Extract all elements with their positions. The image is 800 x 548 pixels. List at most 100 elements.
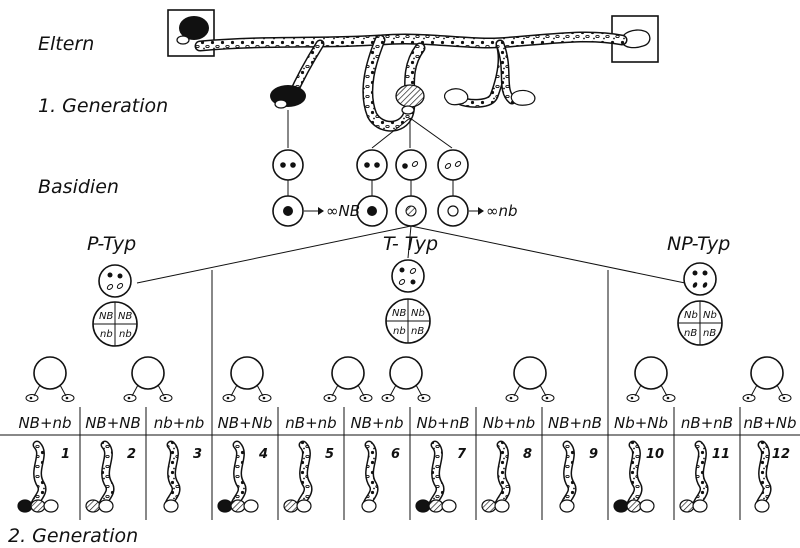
cross-columns: NB+nb 1 NB+NB 2 nb+nb 3 NB+Nb 4 nB+nb 5 NB+nb 6 Nb+n… bbox=[17, 356, 797, 520]
spore-annotation-left: ∞NB bbox=[304, 202, 360, 220]
cross-number: 2 bbox=[127, 447, 136, 462]
grid-cell: nB bbox=[684, 328, 697, 339]
cross-label: Nb+Nb bbox=[614, 414, 668, 432]
connectors-to-basidia bbox=[287, 110, 453, 149]
mating-pair-icon bbox=[505, 356, 555, 402]
cross-number: 3 bbox=[193, 447, 202, 462]
mating-pair-icon bbox=[222, 356, 272, 402]
fruit-body bbox=[85, 499, 101, 513]
fruit-body bbox=[679, 499, 695, 513]
parent-left bbox=[167, 9, 215, 57]
basidia-top-row bbox=[272, 149, 469, 181]
cross-number: 6 bbox=[391, 447, 400, 462]
grid-cell: Nb bbox=[684, 310, 698, 321]
fruit-body bbox=[494, 499, 510, 513]
mycelium-network bbox=[194, 31, 628, 132]
label-parents: Eltern bbox=[38, 33, 94, 55]
mating-pair-icon bbox=[742, 356, 792, 402]
cross-number: 12 bbox=[772, 447, 790, 462]
basidia-stalks bbox=[287, 180, 454, 196]
cross-label: nb+nb bbox=[154, 414, 205, 432]
label-np-type: NP-Typ bbox=[667, 233, 730, 255]
cross-column: nB+nb 5 bbox=[277, 407, 337, 520]
type-dividers bbox=[211, 270, 609, 432]
type-connectors bbox=[136, 225, 686, 284]
grid-cell: nB bbox=[703, 328, 716, 339]
cross-label: nB+nb bbox=[285, 414, 336, 432]
fruit-body bbox=[217, 499, 233, 513]
cross-column: Nb+nB 7 bbox=[409, 407, 470, 520]
fruit-body bbox=[754, 499, 770, 513]
cross-column: NB+nB 9 bbox=[541, 407, 602, 520]
fruit-body bbox=[43, 499, 59, 513]
cross-number: 8 bbox=[523, 447, 532, 462]
cross-label: NB+nb bbox=[350, 414, 403, 432]
fruit-body bbox=[415, 499, 431, 513]
grid-cell: NB bbox=[392, 308, 406, 319]
cross-number: 4 bbox=[258, 447, 268, 462]
svg-text:∞NB: ∞NB bbox=[326, 202, 360, 220]
tetrad-t-type bbox=[391, 259, 425, 293]
fruit-body bbox=[98, 499, 114, 513]
grid-cell: NB bbox=[99, 311, 113, 322]
tetrad-p-type bbox=[98, 264, 132, 298]
label-first-generation: 1. Generation bbox=[38, 95, 168, 117]
fruit-body bbox=[163, 499, 179, 513]
cross-column: nB+nB 11 bbox=[673, 407, 733, 520]
grid-cell: nb bbox=[100, 329, 113, 340]
cross-column: NB+Nb 4 bbox=[211, 407, 273, 520]
genotype-grid-p: NB NB nb nb bbox=[92, 301, 138, 347]
label-p-type: P-Typ bbox=[87, 233, 136, 255]
cross-number: 7 bbox=[457, 447, 467, 462]
fruit-body bbox=[296, 499, 312, 513]
label-basidia: Basidien bbox=[38, 176, 119, 198]
label-t-type: T- Typ bbox=[383, 233, 438, 255]
grid-cell: nb bbox=[393, 326, 406, 337]
cross-number: 9 bbox=[589, 447, 598, 462]
basidia-bottom-row bbox=[272, 195, 469, 227]
cross-label: nB+nB bbox=[681, 414, 733, 432]
fruit-body bbox=[481, 499, 497, 513]
spore-annotation-right: ∞nb bbox=[469, 202, 518, 220]
fruit-body bbox=[230, 499, 246, 513]
cross-label: NB+nb bbox=[18, 414, 71, 432]
grid-cell: Nb bbox=[703, 310, 717, 321]
cross-label: Nb+nb bbox=[483, 414, 535, 432]
cross-column: nb+nb 3 bbox=[145, 407, 205, 520]
fruit-body bbox=[559, 499, 575, 513]
fruit-body bbox=[283, 499, 299, 513]
cross-label: nB+Nb bbox=[743, 414, 796, 432]
fruit-body bbox=[17, 499, 33, 513]
svg-text:∞nb: ∞nb bbox=[486, 202, 518, 220]
fruit-body bbox=[692, 499, 708, 513]
label-second-generation: 2. Generation bbox=[8, 525, 138, 547]
genotype-grid-t: NB Nb nb nB bbox=[385, 298, 431, 344]
first-generation-fruit-bodies bbox=[270, 84, 536, 115]
grid-cell: nB bbox=[411, 326, 424, 337]
cross-label: Nb+nB bbox=[416, 414, 469, 432]
mating-pair-icon bbox=[123, 356, 173, 402]
cross-number: 11 bbox=[712, 447, 730, 462]
fruit-body bbox=[243, 499, 259, 513]
mating-pair-icon bbox=[626, 356, 676, 402]
fruit-body bbox=[428, 499, 444, 513]
cross-number: 5 bbox=[325, 447, 334, 462]
cross-column: nB+Nb 12 bbox=[739, 407, 797, 520]
cross-column: NB+nb 6 bbox=[343, 407, 404, 520]
mating-pair-icon bbox=[25, 356, 75, 402]
fruit-body bbox=[30, 499, 46, 513]
grid-cell: NB bbox=[118, 311, 132, 322]
fruit-body bbox=[441, 499, 457, 513]
cross-label: NB+nB bbox=[548, 414, 602, 432]
cross-number: 1 bbox=[61, 447, 70, 462]
fruit-body bbox=[361, 499, 377, 513]
genotype-grid-np: Nb Nb nB nB bbox=[677, 300, 723, 346]
cross-label: NB+NB bbox=[85, 414, 141, 432]
cross-label: NB+Nb bbox=[218, 414, 273, 432]
mating-pair-icon bbox=[323, 356, 373, 402]
cross-column: NB+NB 2 bbox=[79, 407, 141, 520]
tetrad-np-type bbox=[683, 262, 717, 296]
cross-column: Nb+nb 8 bbox=[475, 407, 535, 520]
